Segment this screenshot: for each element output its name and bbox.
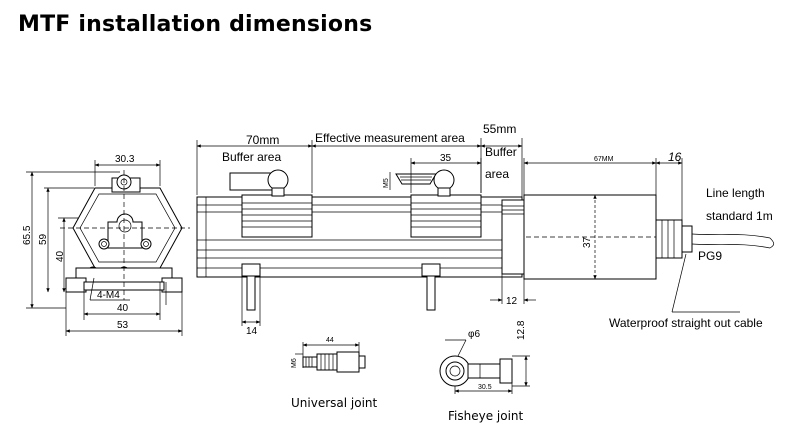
label-line-length-1: Line length	[706, 186, 765, 200]
dim-slider-width: 35	[440, 153, 452, 164]
page-title: MTF installation dimensions	[18, 12, 373, 37]
dim-fisheye-length: 30.5	[478, 384, 492, 391]
dim-end-height-mid: 59	[38, 233, 49, 245]
dim-buffer-left: 70mm	[246, 133, 279, 147]
label-line-length-2: standard 1m	[706, 209, 773, 223]
end-view: 30.3 65.5 59 40 4-M4 40 53	[22, 154, 190, 336]
dim-end-height-inner: 40	[55, 250, 66, 262]
label-waterproof-cable: Waterproof straight out cable	[609, 316, 763, 330]
label-mount-screw: 4-M4	[97, 290, 120, 301]
dim-gland-length: 16	[668, 150, 682, 164]
caption-fisheye-joint: Fisheye joint	[448, 409, 524, 423]
caption-universal-joint: Universal joint	[291, 396, 378, 410]
side-view-foot-left	[241, 263, 261, 277]
label-buffer-right-1: Buffer	[485, 145, 517, 159]
dim-universal-length: 44	[326, 337, 334, 344]
dim-end-width-base: 53	[117, 320, 129, 331]
dim-end-width-top: 30.3	[115, 154, 135, 165]
universal-joint: 44 M6 Universal joint	[291, 337, 378, 410]
side-view-slider-right	[410, 194, 482, 238]
label-gland-type: PG9	[698, 249, 722, 263]
label-effective-area: Effective measurement area	[315, 131, 465, 145]
label-universal-thread: M6	[291, 358, 298, 368]
fisheye-joint: φ6 12.8 30.5 Fisheye joint	[439, 320, 530, 423]
dim-end-width-holes: 40	[117, 303, 129, 314]
dim-foot-width: 14	[246, 326, 258, 337]
dim-diameter: 37	[582, 236, 593, 248]
dim-endcap-width: 12	[506, 296, 518, 307]
end-view-slot	[107, 213, 143, 249]
label-buffer-right-2: area	[485, 167, 509, 181]
side-view: 37 70mm Buffer area Effective measuremen…	[196, 122, 775, 337]
dim-fisheye-height: 12.8	[516, 320, 527, 340]
dim-buffer-right: 55mm	[483, 122, 516, 136]
side-view-cable	[691, 233, 771, 239]
dim-fisheye-diameter: φ6	[468, 329, 480, 340]
end-view-hole-left	[98, 238, 110, 250]
side-view-cable-gland	[655, 219, 683, 259]
side-view-foot-right	[421, 263, 441, 277]
side-view-end-cap	[501, 199, 525, 275]
label-buffer-left: Buffer area	[222, 150, 281, 164]
end-view-hole-right	[140, 238, 152, 250]
dim-head-length: 67MM	[594, 156, 614, 163]
dim-end-height-total: 65.5	[22, 225, 33, 245]
side-view-slider-left	[241, 194, 313, 238]
label-slider-thread: M5	[383, 178, 390, 188]
